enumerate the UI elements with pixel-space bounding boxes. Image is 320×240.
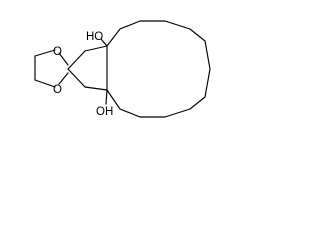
- bond-dioxolane-ch2-o-top: [34, 49, 56, 57]
- bond-o-top-spiro: [58, 52, 69, 66]
- bond-ch2-top-fusion-top: [84, 45, 108, 52]
- molecule-svg: O O HO OH: [34, 20, 211, 118]
- hydroxyl-top-label: HO: [86, 31, 103, 43]
- bond-fusion-top-oh: [100, 38, 108, 47]
- bond-fusion-bottom-oh: [105, 89, 108, 105]
- structure-diagram: O O HO OH: [0, 0, 232, 138]
- oxygen-top-label: O: [53, 46, 62, 58]
- cyclododecane-ring: [106, 20, 211, 118]
- bond-dioxolane-ch2-o-bottom: [34, 79, 56, 88]
- hydroxyl-bottom-label: OH: [96, 106, 113, 118]
- bond-ch2-bottom-fusion-bottom: [84, 86, 108, 91]
- bond-o-bottom-spiro: [58, 72, 69, 85]
- oxygen-bottom-label: O: [53, 84, 62, 96]
- bond-spiro-ch2-bottom: [67, 68, 86, 88]
- bond-spiro-ch2-top: [67, 50, 86, 70]
